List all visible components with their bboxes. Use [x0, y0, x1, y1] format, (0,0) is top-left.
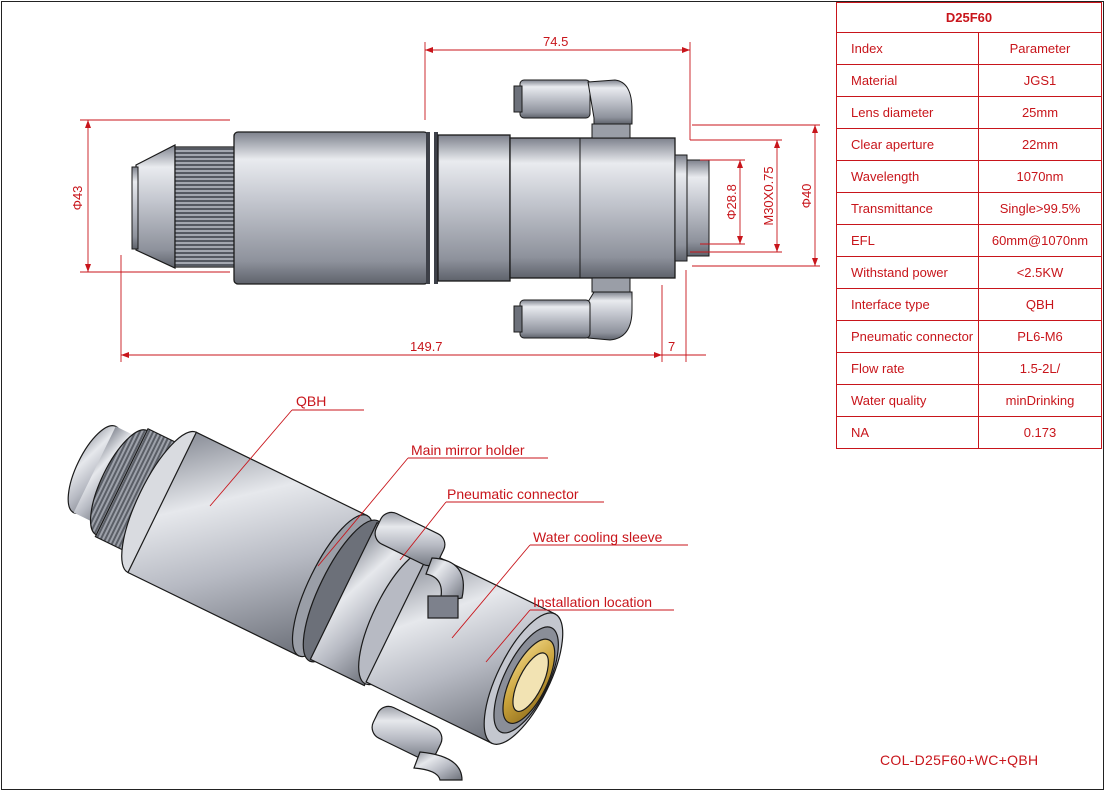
spec-value: 1.5-2L/ — [978, 352, 1102, 385]
dim-diameter-left: Φ43 — [70, 186, 85, 211]
dimension-arrows — [85, 47, 818, 358]
spec-key: Lens diameter — [836, 96, 979, 129]
spec-value: 60mm@1070nm — [978, 224, 1102, 257]
side-mirror-holder — [437, 134, 511, 282]
spec-key: Wavelength — [836, 160, 979, 193]
dim-top-length: 74.5 — [543, 34, 568, 49]
side-cooling-sleeve — [509, 137, 676, 279]
spec-value: <2.5KW — [978, 256, 1102, 289]
spec-value: QBH — [978, 288, 1102, 321]
dimension-lines — [80, 42, 820, 362]
side-groove-1 — [426, 132, 430, 284]
spec-key: Water quality — [836, 384, 979, 417]
side-top-fitting — [513, 79, 633, 139]
dim-diameter-right: Φ40 — [799, 184, 814, 209]
spec-table-title-row: D25F60 — [836, 2, 1102, 33]
dim-overall-length: 149.7 — [410, 339, 443, 354]
side-nose — [135, 144, 176, 269]
drawing-number: COL-D25F60+WC+QBH — [880, 752, 1039, 768]
iso-top-fitting — [374, 511, 464, 619]
spec-table-title: D25F60 — [836, 2, 1102, 33]
side-groove-2 — [434, 132, 438, 284]
spec-value: JGS1 — [978, 64, 1102, 97]
dim-thread: M30X0.75 — [761, 166, 776, 225]
side-knurl-ring — [174, 146, 236, 268]
spec-key: Interface type — [836, 288, 979, 321]
side-flange — [674, 154, 688, 262]
spec-value: 0.173 — [978, 416, 1102, 449]
side-main-body — [233, 131, 429, 285]
spec-value: Parameter — [978, 32, 1102, 65]
callout-leaders — [209, 409, 688, 663]
side-thread-stub — [686, 159, 710, 257]
callout-water-cooling-sleeve: Water cooling sleeve — [533, 529, 663, 545]
dim-diameter-inner: Φ28.8 — [724, 184, 739, 220]
spec-key: EFL — [836, 224, 979, 257]
spec-key: Index — [836, 32, 979, 65]
spec-value: 22mm — [978, 128, 1102, 161]
spec-key: Clear aperture — [836, 128, 979, 161]
side-nose-tip — [131, 166, 139, 250]
callout-pneumatic-connector: Pneumatic connector — [447, 486, 579, 502]
spec-key: Withstand power — [836, 256, 979, 289]
spec-key: NA — [836, 416, 979, 449]
spec-key: Transmittance — [836, 192, 979, 225]
iso-bottom-fitting — [371, 705, 463, 781]
callout-qbh: QBH — [296, 393, 326, 409]
callout-installation-location: Installation location — [533, 594, 652, 610]
spec-value: Single>99.5% — [978, 192, 1102, 225]
isometric-view — [67, 425, 564, 781]
spec-value: 25mm — [978, 96, 1102, 129]
spec-key: Flow rate — [836, 352, 979, 385]
spec-value: PL6-M6 — [978, 320, 1102, 353]
spec-value: 1070nm — [978, 160, 1102, 193]
spec-key: Pneumatic connector — [836, 320, 979, 353]
side-view — [131, 79, 710, 341]
side-bottom-fitting — [513, 277, 633, 341]
spec-table-row: Withstand power<2.5KW — [836, 256, 1102, 289]
callout-main-mirror-holder: Main mirror holder — [411, 442, 525, 458]
spec-key: Material — [836, 64, 979, 97]
spec-value: minDrinking — [978, 384, 1102, 417]
dim-flange-length: 7 — [668, 339, 675, 354]
